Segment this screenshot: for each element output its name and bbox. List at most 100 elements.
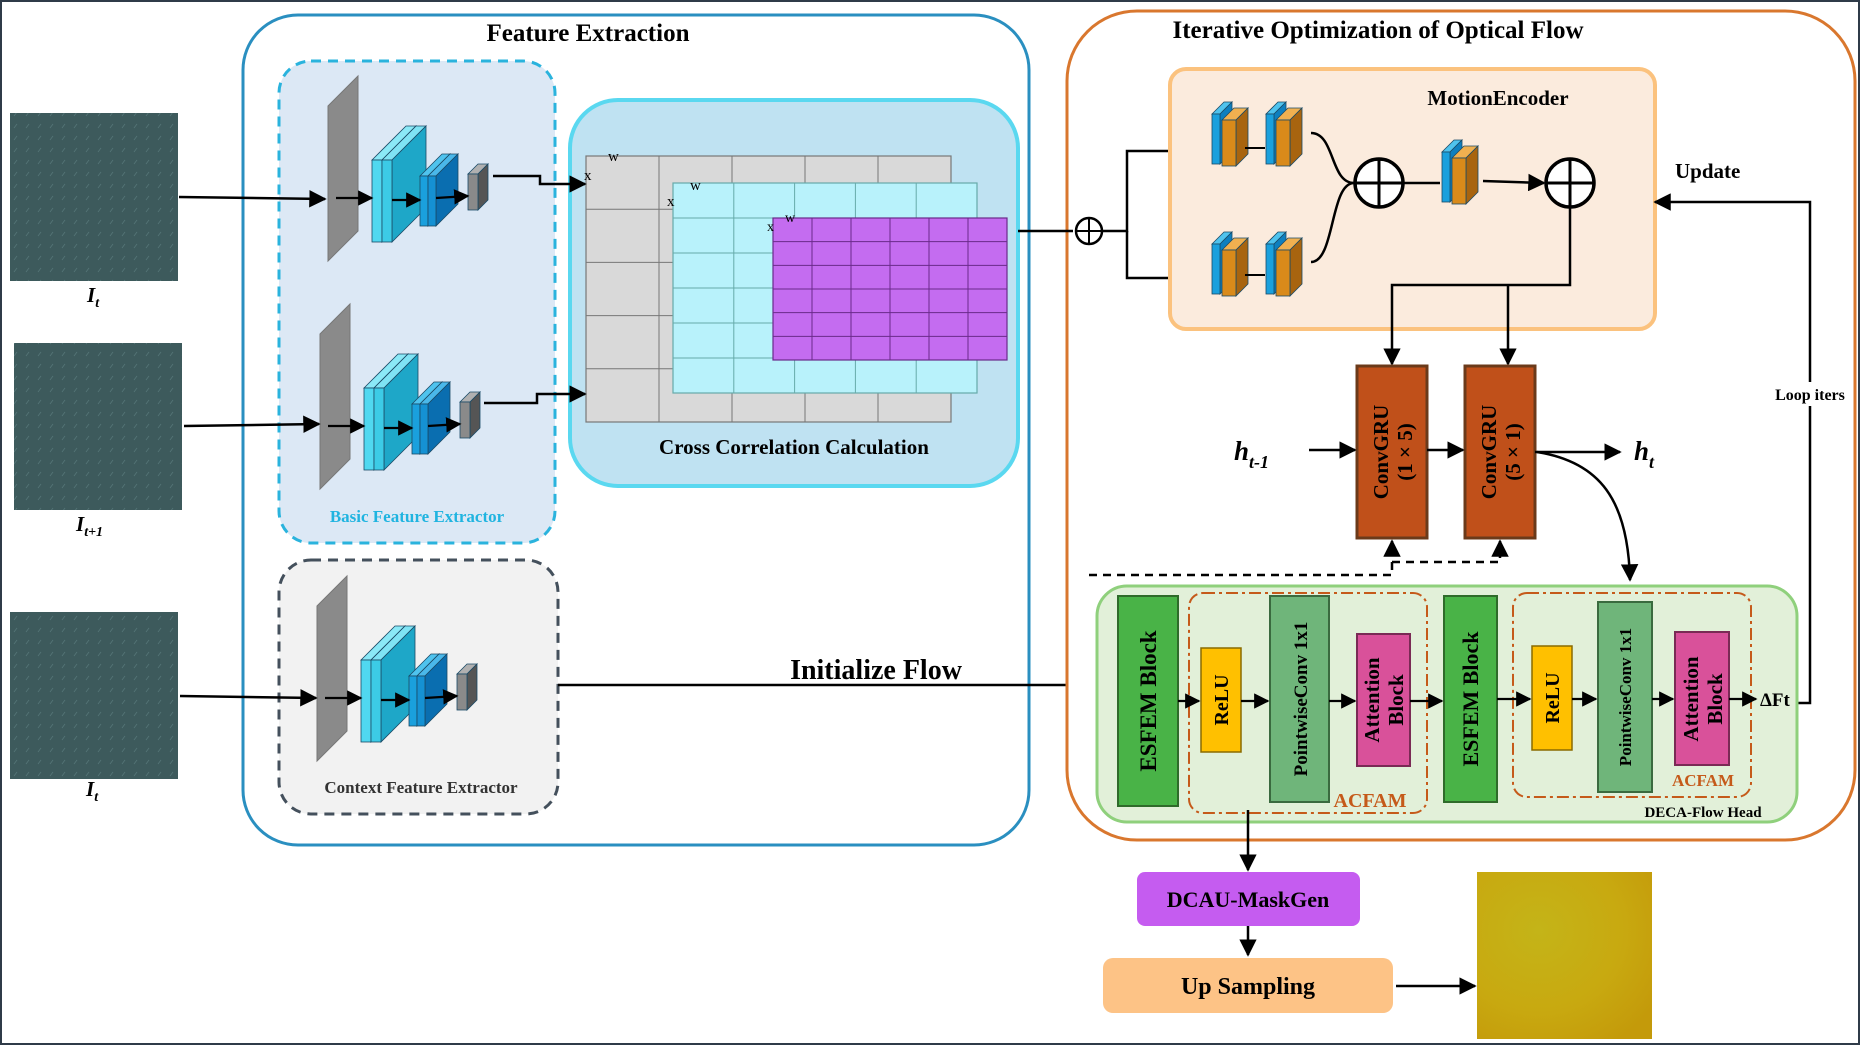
- attention-block-2: [1674, 631, 1730, 766]
- grid-mark-x-2: x: [667, 194, 675, 210]
- arrow-it-to-cnn: [178, 190, 327, 208]
- esfem-block-1: [1117, 595, 1179, 807]
- input-label-it1: It+1: [75, 512, 103, 540]
- input-slab-face: [317, 576, 347, 761]
- arrow-cnn2-to-correlation: [484, 385, 587, 405]
- esfem-block-1-label: ESFEM Block: [1136, 630, 1161, 771]
- input-label-it-context: It: [85, 777, 99, 805]
- enc-block-mid-blue-front: [1441, 151, 1451, 203]
- grid-mark-w-3: w: [785, 211, 796, 226]
- grid-mark-w-2: w: [690, 178, 701, 194]
- acfam-label-1: ACFAM: [1334, 790, 1407, 812]
- layer-4-front: [427, 175, 437, 227]
- cnn-stack-basic-top: [327, 74, 489, 263]
- encoder-conv-blocks: [1211, 101, 1479, 297]
- correlation-grid-purple: [772, 217, 1008, 361]
- arrow-sum-to-encoder-top: [1102, 142, 1209, 233]
- enc-block-bottom-2-blue-front: [1265, 243, 1275, 295]
- layer-5-front: [459, 401, 471, 439]
- curve-top-to-plus: [1310, 131, 1355, 185]
- convgru-1x5: [1355, 364, 1429, 540]
- basic-feature-extractor-label: Basic Feature Extractor: [330, 507, 505, 526]
- acfam-box-2: [1512, 592, 1752, 798]
- pointwise-block-2-label: PointwiseConv 1x1: [1616, 628, 1635, 766]
- arrow-cnn1-to-correlation: [493, 174, 587, 193]
- h-prev-label: ht-1: [1234, 436, 1269, 472]
- layer-3-front: [408, 675, 418, 727]
- acfam-box-1: [1188, 592, 1428, 814]
- curve-bottom-to-plus: [1310, 181, 1355, 264]
- enc-block-top-2-orange-front: [1275, 119, 1291, 167]
- arrow-it1-to-cnn: [183, 415, 321, 433]
- layer-4-front: [416, 675, 426, 727]
- input-image-it-context: [10, 612, 178, 779]
- convgru-1x5-label: ConvGRU(1 × 5): [1369, 405, 1417, 500]
- layer-3-front: [419, 175, 429, 227]
- upsampling-label: Up Sampling: [1181, 974, 1315, 1000]
- attention-block-2-label: AttentionBlock: [1679, 656, 1727, 741]
- input-image-it: [10, 113, 178, 281]
- input-slab-edge: [319, 302, 351, 491]
- relu-block-2-label: ReLU: [1542, 672, 1564, 723]
- grid-mark-w-1: w: [608, 149, 619, 165]
- layer-4-front: [419, 403, 429, 455]
- cnn-stack-context: [316, 574, 478, 763]
- cross-correlation-label: Cross Correlation Calculation: [659, 435, 929, 459]
- loop-arrow: [1653, 193, 1812, 705]
- enc-block-bottom-1-blue-front: [1211, 243, 1221, 295]
- convgru-5x1-label: ConvGRU(5 × 1): [1477, 405, 1525, 500]
- output-flow-image: [1477, 872, 1652, 1039]
- layer-1-front: [371, 159, 383, 243]
- internal-arrow-3: [424, 689, 459, 705]
- layer-2-front: [381, 159, 393, 243]
- enc-block-mid-orange-front: [1451, 157, 1467, 205]
- h-next-label: ht: [1634, 436, 1655, 472]
- esfem-block-2: [1443, 595, 1498, 803]
- layer-1-front: [360, 659, 372, 743]
- input-label-it: It: [86, 283, 100, 311]
- context-feature-extractor-label: Context Feature Extractor: [324, 778, 518, 797]
- enc-block-bottom-1-orange-front: [1221, 249, 1237, 297]
- cnn-stack-basic-bottom: [319, 302, 481, 491]
- pointwise-block-2: [1597, 601, 1653, 793]
- loop-iters-label: Loop iters: [1775, 387, 1845, 404]
- enc-block-top-1-orange-front: [1221, 119, 1237, 167]
- internal-arrow-3: [435, 189, 470, 205]
- arrow-encoder-to-gru1: [1383, 207, 1572, 366]
- dcau-maskgen-box: [1137, 872, 1360, 926]
- layer-1-front: [363, 387, 375, 471]
- relu-block-1-label: ReLU: [1211, 674, 1233, 725]
- layer-5-front: [456, 673, 468, 711]
- input-slab-edge: [316, 574, 348, 763]
- enc-block-top-1-blue-front: [1211, 113, 1221, 165]
- dashed-context-to-gru2: [1392, 539, 1509, 564]
- attention-block-1: [1356, 633, 1411, 767]
- relu-block-2: [1531, 645, 1573, 751]
- arrow-context-to-cnn: [179, 689, 318, 707]
- layer-2-front: [373, 387, 385, 471]
- initialize-flow-label: Initialize Flow: [790, 655, 963, 686]
- pointwise-block-1: [1269, 595, 1330, 803]
- upsampling-box: [1103, 958, 1393, 1013]
- layer-5-front: [467, 173, 479, 211]
- enc-block-bottom-2-orange-front: [1275, 249, 1291, 297]
- grid-mark-x-3: x: [767, 220, 774, 235]
- enc-block-top-2-blue-front: [1265, 113, 1275, 165]
- convgru-5x1: [1463, 364, 1537, 540]
- arrow-conv-to-sum2: [1482, 173, 1546, 192]
- update-label: Update: [1675, 159, 1740, 183]
- arrow-gru2-to-flowhead: [1536, 450, 1639, 582]
- loop-label-bg: [1768, 382, 1852, 406]
- attention-block-1-label: AttentionBlock: [1360, 657, 1408, 742]
- feature-extraction-title: Feature Extraction: [487, 20, 690, 47]
- layer-3-front: [411, 403, 421, 455]
- acfam-label-2: ACFAM: [1672, 771, 1734, 790]
- pointwise-block-1-label: PointwiseConv 1x1: [1291, 622, 1312, 777]
- input-slab-edge: [327, 74, 359, 263]
- motion-encoder-label: MotionEncoder: [1427, 86, 1568, 110]
- dashed-context-to-gru1: [1089, 539, 1401, 577]
- input-slab-face: [320, 304, 350, 489]
